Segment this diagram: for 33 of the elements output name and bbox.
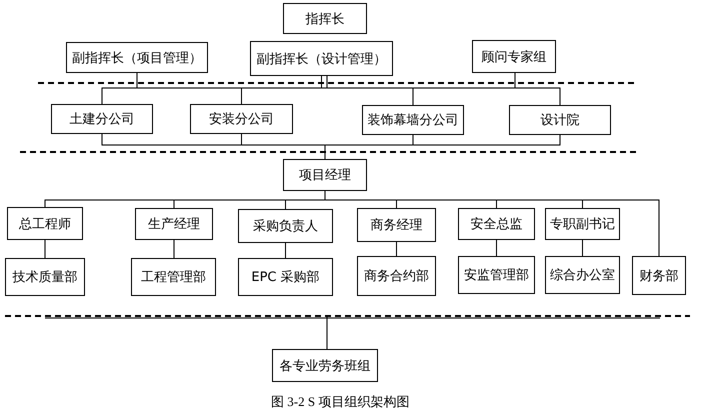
org-box: 安装分公司 <box>190 104 293 134</box>
org-box: 商务合约部 <box>357 256 436 296</box>
org-box: 副指挥长（设计管理） <box>250 41 393 76</box>
org-box: 采购负责人 <box>238 209 333 243</box>
connector-line <box>514 72 560 106</box>
org-box: 总工程师 <box>7 207 83 240</box>
org-box: EPC 采购部 <box>238 258 333 296</box>
org-box: 安监管理部 <box>458 256 535 294</box>
org-box: 副指挥长（项目管理） <box>66 42 208 73</box>
org-box: 商务经理 <box>357 208 436 242</box>
org-box: 各专业劳务班组 <box>272 349 378 382</box>
org-box: 安全总监 <box>458 208 535 240</box>
connector-line <box>44 240 46 258</box>
org-box: 装饰幕墙分公司 <box>362 105 464 135</box>
connector-line <box>396 242 397 256</box>
org-box: 财务部 <box>632 256 686 295</box>
org-box: 生产经理 <box>135 208 213 240</box>
org-box: 指挥长 <box>283 3 367 34</box>
org-box: 项目经理 <box>283 159 367 191</box>
org-box: 顾问专家组 <box>472 40 556 73</box>
connector-line <box>285 242 286 258</box>
org-box: 专职副书记 <box>545 208 620 240</box>
org-box: 土建分公司 <box>51 104 153 134</box>
connector-line <box>326 316 328 350</box>
connector-line <box>582 240 583 256</box>
org-box: 综合办公室 <box>545 256 620 294</box>
connector-line <box>324 134 560 160</box>
connector-line <box>136 72 322 88</box>
org-box: 设计院 <box>509 105 611 135</box>
connector-line <box>496 240 497 256</box>
org-box: 工程管理部 <box>131 258 216 296</box>
figure-caption: 图 3-2 S 项目组织架构图 <box>271 393 410 411</box>
org-box: 技术质量部 <box>5 258 85 296</box>
